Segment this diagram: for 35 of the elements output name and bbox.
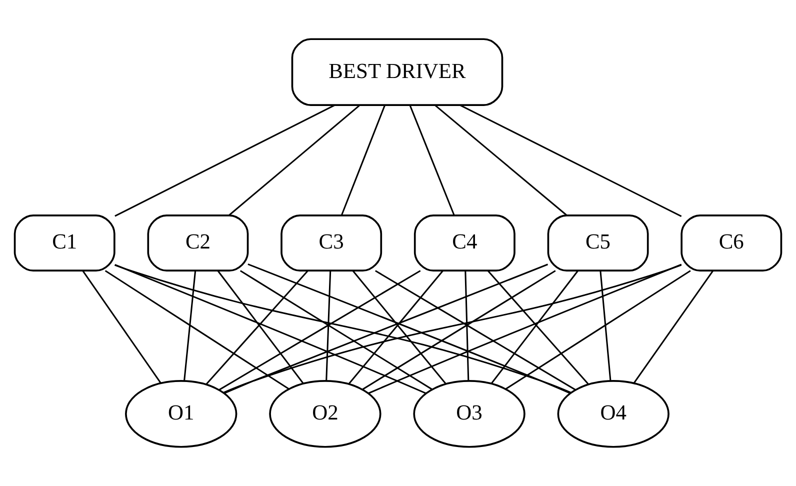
- connector: [228, 104, 360, 216]
- connector: [409, 104, 455, 216]
- connector: [218, 270, 421, 390]
- connector: [217, 270, 304, 384]
- connector: [114, 264, 572, 394]
- node-box: C2: [147, 214, 249, 272]
- connector: [464, 270, 470, 381]
- connector: [341, 104, 386, 216]
- node-ellipse: O3: [413, 380, 526, 448]
- node-box: C4: [414, 214, 516, 272]
- connector: [326, 270, 332, 381]
- connector: [114, 104, 336, 217]
- node-ellipse: O1: [125, 380, 238, 448]
- connector: [114, 264, 426, 394]
- connector: [460, 104, 682, 218]
- connector: [206, 270, 308, 385]
- connector: [505, 270, 691, 390]
- node-box: BEST DRIVER: [291, 38, 504, 106]
- connector: [600, 270, 612, 381]
- node-ellipse: O4: [557, 380, 670, 448]
- connector: [223, 264, 682, 394]
- node-box: C5: [547, 214, 649, 272]
- connector: [368, 264, 682, 394]
- node-box: C6: [680, 214, 782, 272]
- connector: [375, 270, 576, 390]
- connector: [184, 270, 196, 381]
- node-box: C3: [280, 214, 382, 272]
- connector: [240, 270, 432, 390]
- connector: [633, 270, 714, 384]
- connector: [362, 270, 556, 390]
- connector: [82, 270, 162, 384]
- node-box: C1: [14, 214, 116, 272]
- connector: [434, 104, 567, 216]
- node-ellipse: O2: [269, 380, 382, 448]
- connector: [104, 270, 290, 390]
